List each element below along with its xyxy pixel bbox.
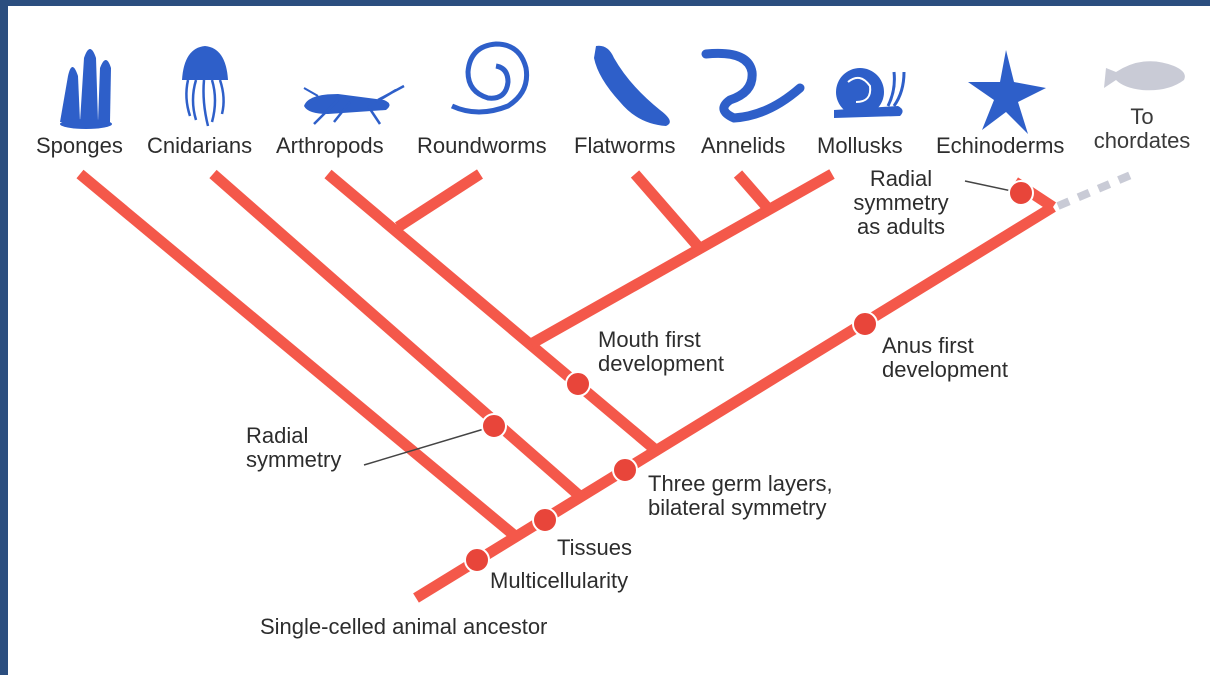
- trait-label-mouth-first: Mouth first development: [598, 328, 724, 376]
- branch-sponges: [80, 174, 515, 536]
- trait-label-radial-symmetry: Radial symmetry: [246, 424, 341, 472]
- group-label-echinoderms: Echinoderms: [936, 134, 1064, 158]
- roundworm-icon: [452, 44, 527, 112]
- jellyfish-icon: [182, 46, 228, 126]
- mouth-first-line2: development: [598, 352, 724, 376]
- branch-annelids: [738, 174, 772, 213]
- chordates-line1: To: [1130, 104, 1153, 129]
- trait-label-radial-adults: Radial symmetry as adults: [836, 167, 966, 239]
- diagram-frame: Sponges Cnidarians Arthropods Roundworms…: [8, 6, 1210, 675]
- group-label-cnidarians: Cnidarians: [147, 134, 252, 158]
- anus-first-line1: Anus first: [882, 334, 1008, 358]
- trait-label-anus-first: Anus first development: [882, 334, 1008, 382]
- group-label-roundworms: Roundworms: [417, 134, 547, 158]
- chordates-line2: chordates: [1094, 128, 1191, 153]
- radial-symmetry-line2: symmetry: [246, 448, 341, 472]
- sponge-icon: [60, 49, 112, 129]
- branch-roundworms: [398, 174, 480, 227]
- trait-label-tissues: Tissues: [557, 536, 632, 560]
- node-three-germ-layers: [613, 458, 637, 482]
- node-mouth-first: [566, 372, 590, 396]
- node-radial-symmetry: [482, 414, 506, 438]
- anus-first-line2: development: [882, 358, 1008, 382]
- mouth-first-line1: Mouth first: [598, 328, 724, 352]
- group-label-annelids: Annelids: [701, 134, 785, 158]
- trait-label-ancestor: Single-celled animal ancestor: [260, 615, 547, 639]
- radial-adults-line1: Radial: [836, 167, 966, 191]
- snail-icon: [834, 68, 904, 118]
- flatworm-icon: [594, 46, 670, 126]
- group-label-arthropods: Arthropods: [276, 134, 384, 158]
- node-tissues: [533, 508, 557, 532]
- trait-label-three-germ-layers: Three germ layers, bilateral symmetry: [648, 472, 833, 520]
- branch-to-chordates: [1058, 174, 1133, 206]
- starfish-icon: [968, 50, 1046, 134]
- branch-flatworms-annelids: [635, 174, 702, 251]
- group-label-flatworms: Flatworms: [574, 134, 675, 158]
- group-label-mollusks: Mollusks: [817, 134, 903, 158]
- radial-adults-line3: as adults: [836, 215, 966, 239]
- segmented-worm-icon: [706, 53, 800, 118]
- node-radial-adults: [1009, 181, 1033, 205]
- radial-symmetry-line1: Radial: [246, 424, 341, 448]
- three-germ-line2: bilateral symmetry: [648, 496, 833, 520]
- three-germ-line1: Three germ layers,: [648, 472, 833, 496]
- group-label-sponges: Sponges: [36, 134, 123, 158]
- grasshopper-icon: [304, 86, 404, 124]
- group-label-to-chordates: To chordates: [1092, 105, 1192, 153]
- organism-icons: [60, 44, 1185, 134]
- branch-lophotrochozoa: [531, 174, 832, 344]
- node-anus-first: [853, 312, 877, 336]
- node-multicellularity: [465, 548, 489, 572]
- radial-adults-line2: symmetry: [836, 191, 966, 215]
- trait-label-multicellularity: Multicellularity: [490, 569, 628, 593]
- fish-icon: [1104, 61, 1185, 90]
